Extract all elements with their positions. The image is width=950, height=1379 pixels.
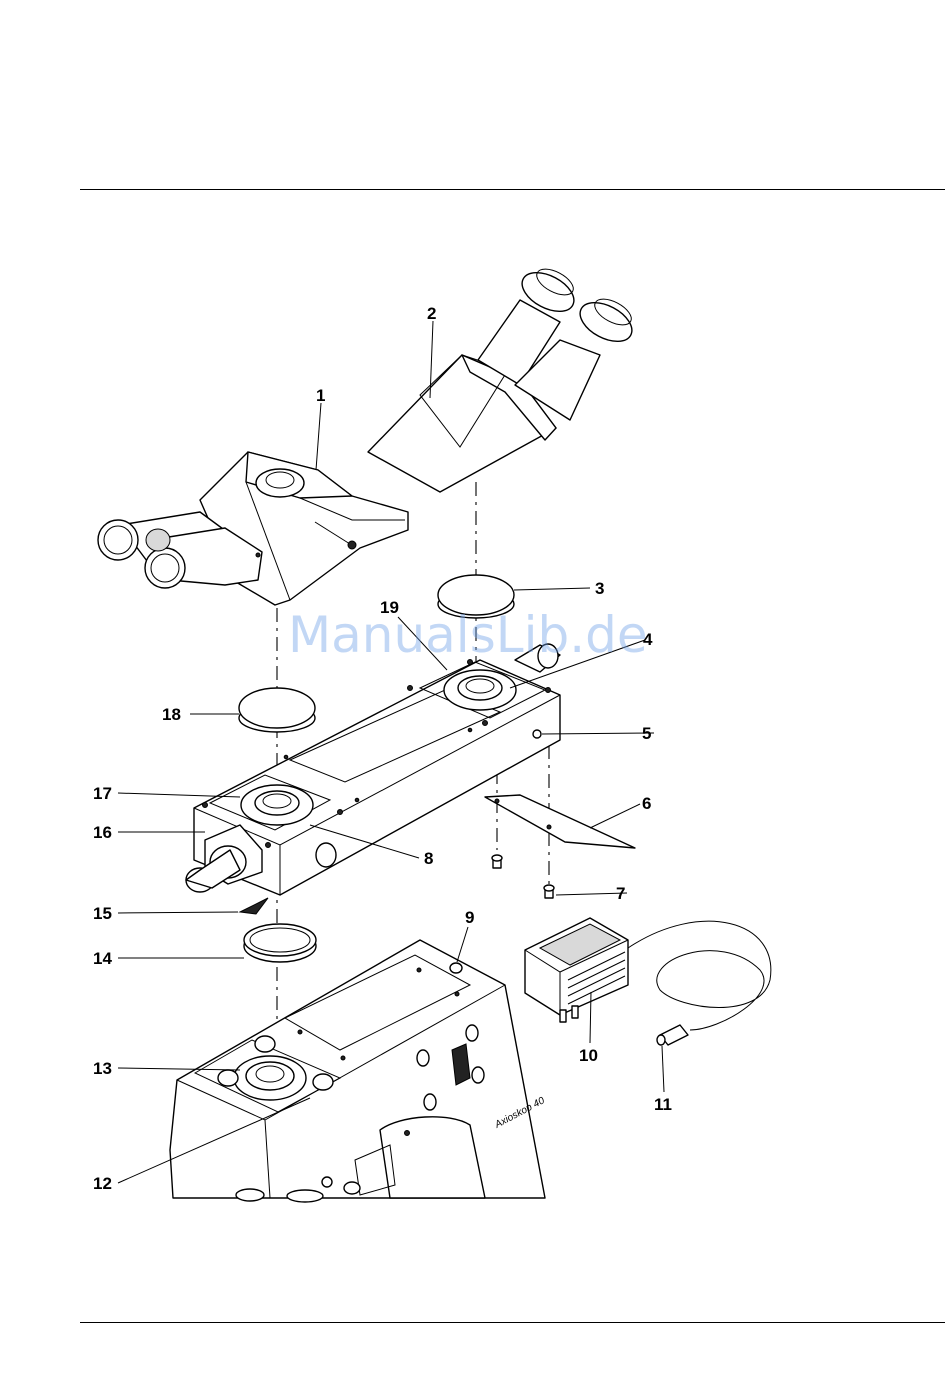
power-supply xyxy=(525,918,771,1030)
microscope-stand: Axioskop 40 xyxy=(170,940,547,1202)
callout-16: 16 xyxy=(93,823,112,842)
callout-14: 14 xyxy=(93,949,112,968)
binocular-tube xyxy=(368,264,638,492)
callout-11: 11 xyxy=(654,1095,672,1114)
callout-3: 3 xyxy=(595,579,604,598)
callout-17: 17 xyxy=(93,784,112,803)
arrow-15 xyxy=(240,898,268,914)
cable-plug xyxy=(657,1025,688,1045)
slider-plate xyxy=(485,795,635,848)
ring-14 xyxy=(244,924,316,962)
dust-cap-18 xyxy=(239,688,315,732)
callout-13: 13 xyxy=(93,1059,112,1078)
callout-8: 8 xyxy=(424,849,433,868)
callout-6: 6 xyxy=(642,794,651,813)
callout-9: 9 xyxy=(465,908,474,927)
trinocular-tube xyxy=(98,452,408,605)
screws-7 xyxy=(492,855,554,898)
callout-15: 15 xyxy=(93,904,112,923)
callout-5: 5 xyxy=(642,724,651,743)
callout-10: 10 xyxy=(579,1046,598,1065)
callout-7: 7 xyxy=(616,884,625,903)
callout-18: 18 xyxy=(162,705,181,724)
callout-1: 1 xyxy=(316,386,325,405)
callout-2: 2 xyxy=(427,304,436,323)
callout-12: 12 xyxy=(93,1174,112,1193)
intermediate-housing xyxy=(186,644,560,895)
watermark: ManualsLib.de xyxy=(288,606,648,664)
